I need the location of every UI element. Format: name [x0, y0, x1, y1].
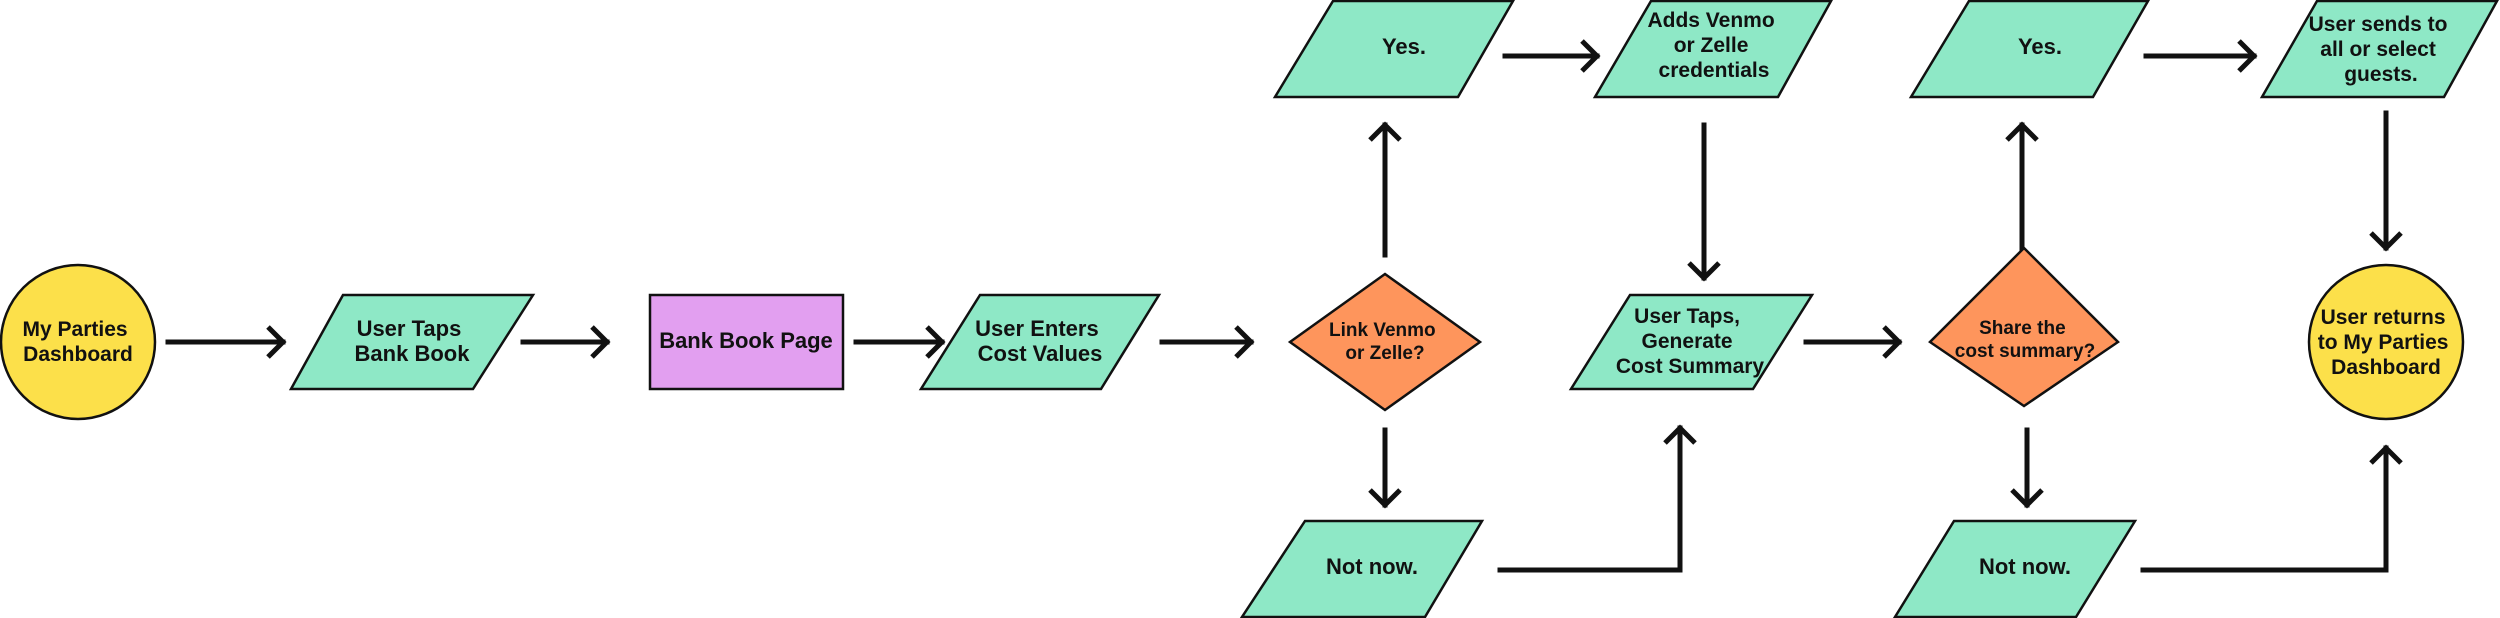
io-parallelogram: [1272, 0, 1516, 99]
arrowhead-not-now-to-generate-summary: [1663, 424, 1697, 445]
arrowhead-link-decision-to-yes: [1368, 121, 1402, 142]
node-label-line: or Zelle?: [1345, 343, 1424, 364]
node-yes-share[interactable]: Yes.: [1908, 0, 2151, 99]
node-label: User Taps, Generate Cost Summary: [1616, 305, 1765, 378]
node-label: Adds Venmo or Zelle credentials: [1647, 9, 1780, 82]
decision-diamond: [1287, 272, 1483, 412]
io-parallelogram: [1568, 293, 1815, 391]
process-rectangle: [648, 293, 845, 391]
arrowhead-yes-to-user-sends: [2237, 39, 2258, 73]
arrowhead-user-sends-to-user-returns: [2369, 231, 2403, 252]
node-label-line: User Taps: [357, 316, 462, 341]
arrowhead-generate-summary-to-share-decision: [1882, 325, 1903, 359]
node-user-returns-to-dashboard[interactable]: User returns to My Parties Dashboard: [2307, 263, 2465, 421]
node-label-line: Cost Values: [978, 341, 1103, 366]
arrowhead-yes-to-adds-credentials: [1580, 39, 1601, 73]
node-label-line: Bank Book Page: [659, 328, 833, 353]
io-parallelogram: [2259, 0, 2499, 99]
io-parallelogram: [1908, 0, 2151, 99]
arrow-not-now-to-generate-summary: [1497, 425, 1683, 573]
node-bank-book-page[interactable]: Bank Book Page: [648, 293, 845, 391]
node-label: Yes.: [1382, 34, 1426, 59]
terminal-circle: [2307, 263, 2465, 421]
node-label-line: Bank Book: [355, 341, 471, 366]
terminal-circle: [0, 263, 157, 421]
arrowhead-link-decision-to-not-now: [1368, 488, 1402, 509]
node-label-line: Yes.: [2018, 34, 2062, 59]
arrowhead-share-decision-to-yes: [2005, 121, 2039, 142]
node-label: Yes.: [2018, 34, 2062, 59]
node-label: My Parties Dashboard: [23, 318, 134, 366]
node-label-line: Adds Venmo: [1647, 9, 1774, 32]
node-label: User Enters Cost Values: [975, 316, 1105, 366]
node-label-line: My Parties: [23, 318, 128, 341]
node-label-line: User Taps,: [1634, 305, 1740, 328]
arrowhead-taps-bank-book-to-bank-book-page: [590, 325, 611, 359]
node-label-line: Not now.: [1326, 554, 1418, 579]
node-label: Share the cost summary?: [1955, 318, 2095, 362]
io-parallelogram: [918, 293, 1162, 391]
io-parallelogram: [1892, 519, 2138, 618]
node-label-line: User returns: [2321, 306, 2446, 329]
node-user-taps-bank-book[interactable]: User Taps Bank Book: [288, 293, 536, 391]
node-label-line: Dashboard: [23, 343, 133, 366]
node-label-line: Yes.: [1382, 34, 1426, 59]
io-parallelogram: [288, 293, 536, 391]
arrowhead-credentials-to-generate-summary: [1687, 261, 1721, 282]
node-share-cost-summary-decision[interactable]: Share the cost summary?: [1928, 246, 2120, 408]
node-label-line: Not now.: [1979, 554, 2071, 579]
arrow-not-now-to-user-returns: [2140, 445, 2389, 573]
node-label: User Taps Bank Book: [355, 316, 471, 366]
node-label: Not now.: [1979, 554, 2071, 579]
node-label-line: User sends to: [2309, 13, 2448, 36]
node-label-line: Dashboard: [2331, 356, 2441, 379]
node-yes-link[interactable]: Yes.: [1272, 0, 1516, 99]
node-label: Link Venmo or Zelle?: [1329, 320, 1441, 364]
node-label-line: or Zelle: [1674, 34, 1749, 57]
node-not-now-link[interactable]: Not now.: [1239, 519, 1485, 618]
arrowhead-not-now-to-user-returns: [2369, 444, 2403, 465]
node-not-now-share[interactable]: Not now.: [1892, 519, 2138, 618]
node-label-line: Cost Summary: [1616, 355, 1765, 378]
arrowhead-dashboard-to-taps-bank-book: [266, 325, 287, 359]
node-generate-cost-summary[interactable]: User Taps, Generate Cost Summary: [1568, 293, 1815, 391]
node-label-line: to My Parties: [2318, 331, 2449, 354]
node-label-line: Link Venmo: [1329, 320, 1436, 341]
io-parallelogram: [1239, 519, 1485, 618]
node-label: User returns to My Parties Dashboard: [2318, 306, 2455, 379]
node-label: Bank Book Page: [659, 328, 833, 353]
arrowhead-share-decision-to-not-now: [2010, 488, 2044, 509]
io-parallelogram: [1592, 0, 1833, 99]
node-label-line: all or select: [2320, 38, 2436, 61]
node-label-line: guests.: [2344, 63, 2418, 86]
arrowhead-bank-book-page-to-cost-values: [925, 325, 946, 359]
node-label: User sends to all or select guests.: [2309, 13, 2454, 86]
node-adds-venmo-or-zelle-credentials[interactable]: Adds Venmo or Zelle credentials: [1592, 0, 1833, 99]
node-link-venmo-or-zelle-decision[interactable]: Link Venmo or Zelle?: [1287, 272, 1483, 412]
edges: [165, 39, 2403, 573]
node-label-line: User Enters: [975, 316, 1099, 341]
arrowhead-cost-values-to-link-decision: [1234, 325, 1255, 359]
node-user-sends-to-guests[interactable]: User sends to all or select guests.: [2259, 0, 2499, 99]
node-user-enters-cost-values[interactable]: User Enters Cost Values: [918, 293, 1162, 391]
node-label-line: Share the: [1979, 318, 2066, 339]
node-label-line: Generate: [1642, 330, 1733, 353]
decision-diamond: [1928, 246, 2120, 408]
node-label: Not now.: [1326, 554, 1418, 579]
node-label-line: credentials: [1659, 59, 1770, 82]
node-my-parties-dashboard[interactable]: My Parties Dashboard: [0, 263, 157, 421]
node-label-line: cost summary?: [1955, 341, 2095, 362]
